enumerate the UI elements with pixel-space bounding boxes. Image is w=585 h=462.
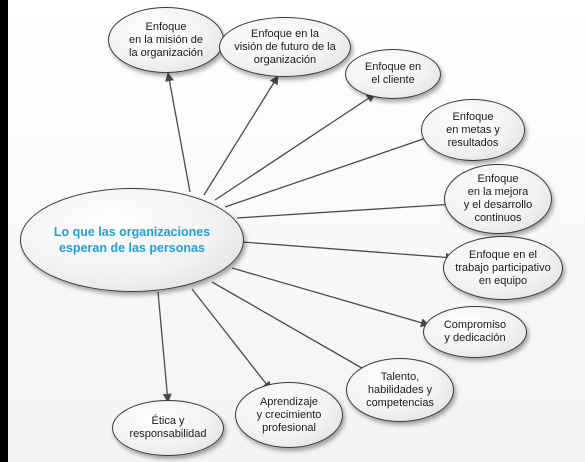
node-talento: Talento, habilidades y competencias [346, 358, 454, 422]
node-trabajo: Enfoque en el trabajo participativo en e… [443, 236, 563, 300]
node-label: Talento, habilidades y competencias [366, 370, 434, 409]
center-label: Lo que las organizaciones esperan de las… [53, 225, 211, 255]
arrow-to-trabajo [241, 241, 455, 262]
node-mejora: Enfoque en la mejora y el desarrollo con… [444, 164, 552, 234]
arrow-to-metas [224, 134, 433, 208]
node-mision: Enfoque en la misión de la organización [108, 7, 224, 73]
node-label: Enfoque en el cliente [364, 61, 422, 86]
arrow-to-etica [157, 291, 172, 403]
node-label: Enfoque en la visión de futuro de la org… [234, 27, 336, 66]
arrow-to-mision [165, 72, 191, 193]
node-cliente: Enfoque en el cliente [345, 49, 441, 99]
node-label: Enfoque en la mejora y el desarrollo con… [463, 173, 533, 224]
node-compromiso: Compromiso y dedicación [423, 306, 527, 358]
arrow-to-talento [211, 281, 375, 376]
node-metas: Enfoque en metas y resultados [421, 99, 525, 161]
node-label: Ética y responsabilidad [129, 415, 207, 440]
node-etica: Ética y responsabilidad [112, 400, 224, 456]
node-label: Enfoque en el trabajo participativo en e… [455, 248, 551, 287]
connector-layer [157, 72, 456, 403]
arrow-to-mejora [236, 199, 456, 219]
node-label: Aprendizaje y crecimiento profesional [256, 395, 322, 434]
arrow-to-compromiso [231, 267, 430, 328]
node-label: Enfoque en metas y resultados [446, 110, 500, 149]
node-label: Enfoque en la misión de la organización [129, 20, 203, 59]
diagram-canvas: Lo que las organizaciones esperan de las… [8, 0, 585, 462]
node-vision: Enfoque en la visión de futuro de la org… [219, 17, 351, 77]
node-label: Compromiso y dedicación [443, 319, 507, 344]
center-node: Lo que las organizaciones esperan de las… [20, 188, 244, 292]
arrow-to-cliente [214, 93, 376, 201]
node-aprendizaje: Aprendizaje y crecimiento profesional [235, 382, 343, 448]
arrow-to-vision [203, 75, 279, 196]
arrow-to-aprendizaje [191, 288, 272, 391]
